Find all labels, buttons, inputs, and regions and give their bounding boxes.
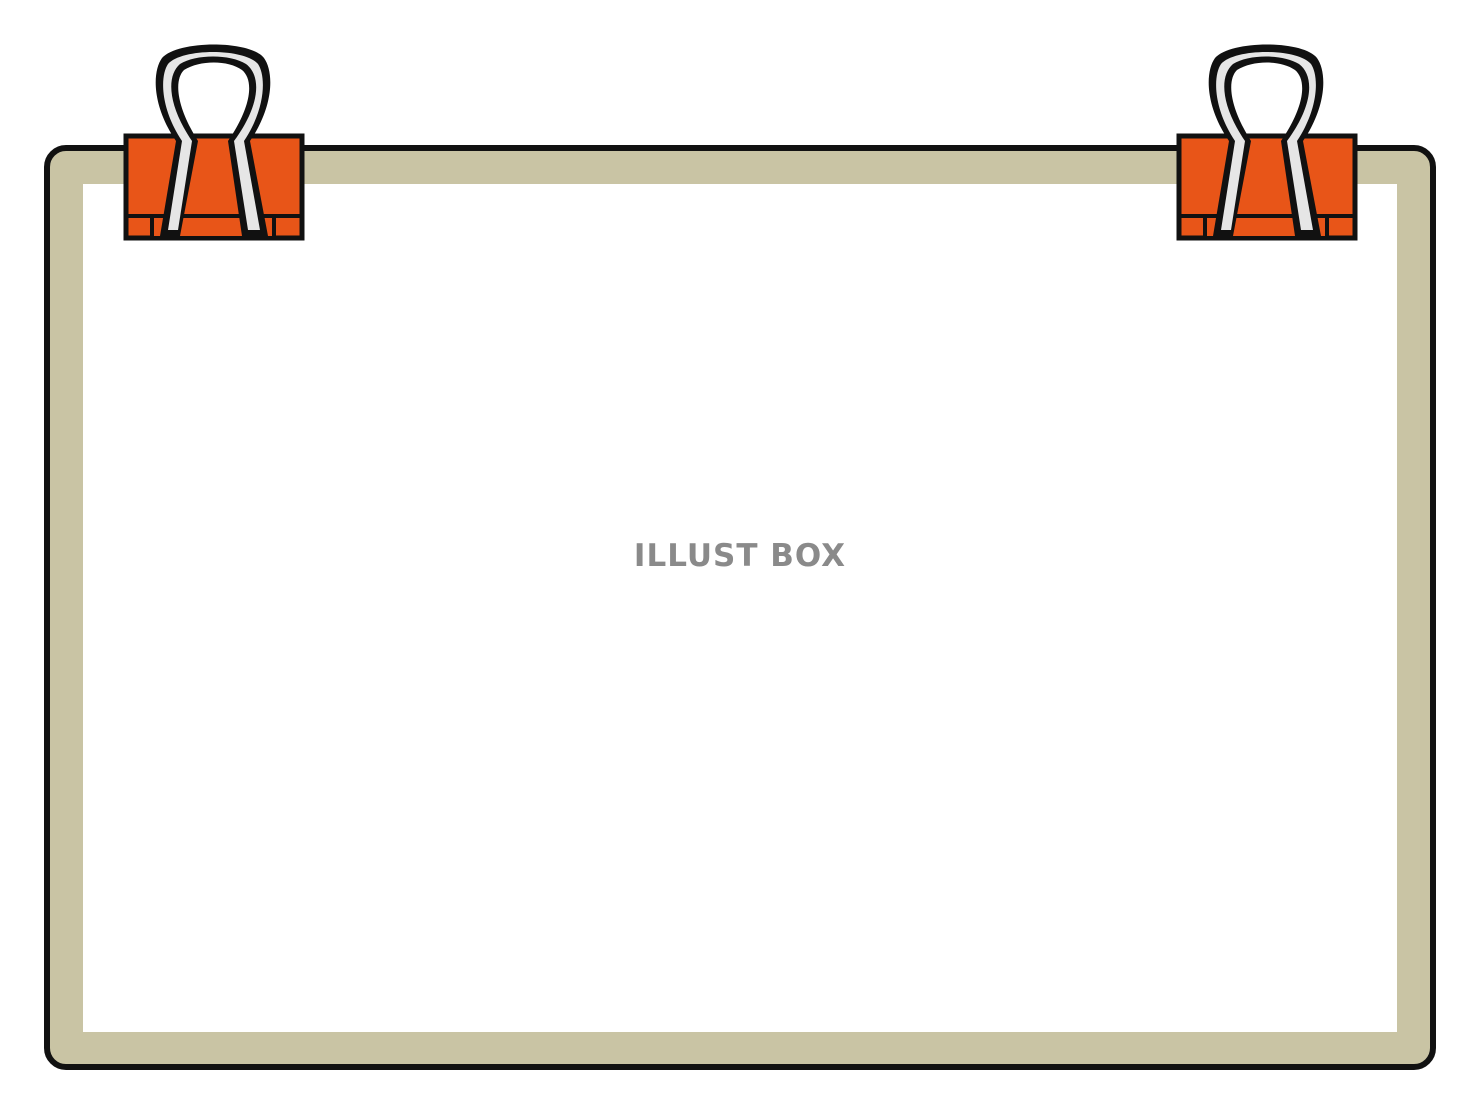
watermark-text: ILLUST BOX xyxy=(633,538,847,574)
binder-clip-icon-right xyxy=(1176,44,1358,241)
binder-clip-icon-left xyxy=(123,44,305,241)
paper-sheet xyxy=(83,184,1397,1032)
